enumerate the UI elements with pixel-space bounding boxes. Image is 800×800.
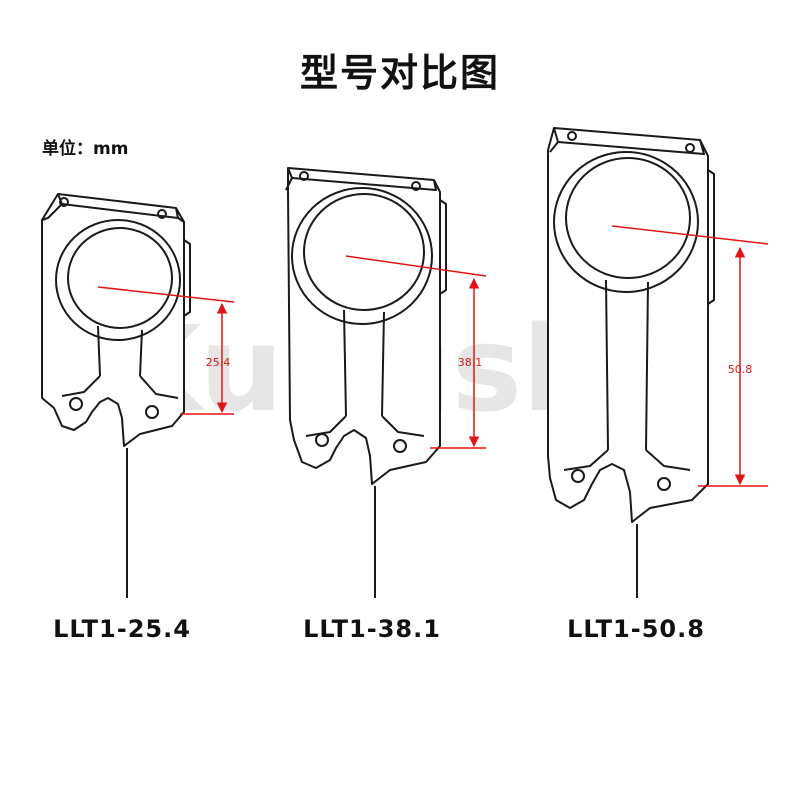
dimension-extension-line	[97, 286, 235, 303]
bracket-llt1-50-8	[547, 127, 715, 523]
dimension-extension-line	[345, 255, 487, 277]
dimension-label: 50.8	[728, 363, 753, 376]
model-label-llt1-25-4: LLT1-25.4	[53, 615, 191, 643]
dimension-label: 38.1	[458, 356, 483, 369]
bracket-llt1-25-4	[41, 193, 191, 447]
dimension-label: 25.4	[206, 356, 231, 369]
model-label-llt1-50-8: LLT1-50.8	[567, 615, 705, 643]
dimension-extension-line	[611, 225, 769, 245]
page-title: 型号对比图	[299, 51, 500, 95]
model-label-llt1-38-1: LLT1-38.1	[303, 615, 441, 643]
unit-label: 单位：mm	[42, 139, 129, 159]
bracket-llt1-38-1	[285, 167, 447, 485]
